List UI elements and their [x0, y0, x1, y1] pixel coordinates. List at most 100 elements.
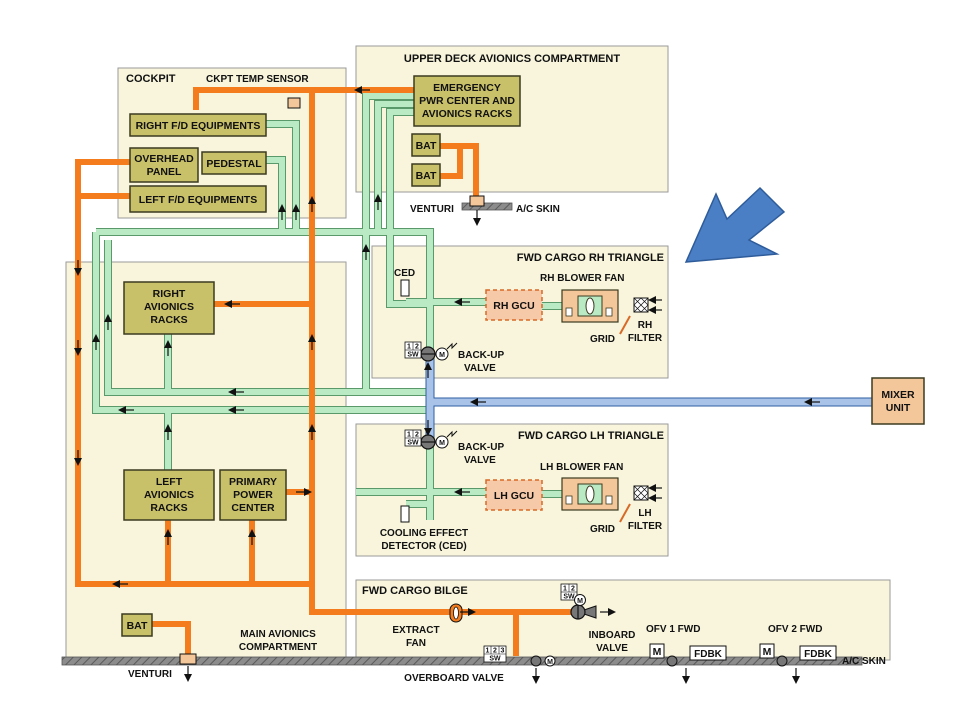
overhead-label-1: OVERHEAD [134, 153, 194, 165]
primary-label-3: CENTER [231, 502, 275, 514]
mixer-label-1: MIXER [881, 389, 915, 401]
rh-filter-hatch [633, 297, 649, 313]
ofv2-motor-box [759, 643, 775, 659]
left-avionics-racks [123, 469, 215, 521]
emergency-label-3: AVIONICS RACKS [422, 108, 512, 120]
ofv1-valve [666, 655, 678, 667]
ofv1-fdbk-box [689, 645, 727, 661]
rh-gcu-label: RH GCU [493, 300, 534, 312]
emergency-label-2: PWR CENTER AND [419, 95, 515, 107]
right-avionics-racks [123, 281, 215, 335]
hot-ducts [75, 87, 578, 656]
svg-text:SW: SW [489, 656, 501, 663]
left-fd-equipments [129, 185, 267, 213]
primary-label-1: PRIMARY [229, 476, 277, 488]
right-fd-label: RIGHT F/D EQUIPMENTS [136, 120, 261, 132]
ofv1-fdbk-label: FDBK [694, 649, 723, 660]
svg-text:2: 2 [571, 586, 575, 593]
aircraft-skin [61, 202, 863, 666]
overboard-valve-motor [544, 655, 556, 667]
label-rh-triangle: FWD CARGO RH TRIANGLE [517, 252, 664, 264]
label-rh-backup-1: BACK-UP [458, 350, 504, 361]
svg-text:1: 1 [407, 432, 411, 439]
label-inboard-2: VALVE [596, 643, 628, 654]
primary-power-center [219, 469, 287, 521]
rh-backup-sw: 1 2 SW [404, 341, 422, 359]
svg-text:SW: SW [563, 594, 575, 601]
pedestal-label: PEDESTAL [206, 158, 262, 170]
svg-text:M: M [653, 646, 662, 658]
overboard-valve [530, 655, 542, 667]
ofv1-motor-box [649, 643, 665, 659]
label-main-avionics-2: COMPARTMENT [239, 642, 317, 653]
label-lh-grid: GRID [590, 524, 615, 535]
label-cockpit: COCKPIT [126, 73, 176, 85]
overboard-valve-sw: 1 2 3 SW [483, 645, 507, 663]
emergency-pwr-center [413, 75, 521, 127]
label-rh-filter-1: RH [638, 320, 652, 331]
svg-text:3: 3 [501, 648, 505, 655]
equipment: RIGHT F/D EQUIPMENTS OVERHEAD PANEL PEDE… [121, 75, 925, 637]
venturi-upper [469, 195, 485, 207]
duct-hot-bat-upper [436, 143, 479, 196]
ofv2-fdbk-label: FDBK [804, 649, 833, 660]
label-ced: CED [394, 268, 415, 279]
ced-sensor-lh [400, 505, 410, 523]
mixer-unit [871, 377, 925, 425]
rh-gcu [485, 289, 543, 321]
emergency-label-1: EMERGENCY [433, 82, 501, 94]
label-lh-backup-2: VALVE [464, 455, 496, 466]
mixer-label-2: UNIT [886, 402, 911, 414]
svg-text:1: 1 [486, 648, 490, 655]
svg-text:2: 2 [415, 344, 419, 351]
label-lh-filter-2: FILTER [628, 521, 663, 532]
label-ckpt-temp: CKPT TEMP SENSOR [206, 74, 309, 85]
left-racks-label-2: AVIONICS [144, 489, 194, 501]
inboard-valve-outlet [576, 605, 597, 619]
pointer-arrow-icon [684, 186, 786, 263]
label-lh-blower: LH BLOWER FAN [540, 462, 623, 473]
svg-text:M: M [577, 598, 583, 605]
label-extract-2: FAN [406, 638, 426, 649]
overhead-panel [129, 147, 199, 183]
rh-blower-fan [561, 289, 619, 323]
right-racks-label-1: RIGHT [153, 288, 186, 300]
label-venturi-lower: VENTURI [128, 669, 172, 680]
label-rh-backup-2: VALVE [464, 363, 496, 374]
ofv2-fdbk-box [799, 645, 837, 661]
bat-upper-2-label: BAT [416, 170, 437, 182]
label-rh-blower: RH BLOWER FAN [540, 273, 624, 284]
flow-arrows [74, 86, 820, 684]
label-ced-full-2: DETECTOR (CED) [381, 541, 466, 552]
svg-text:2: 2 [493, 648, 497, 655]
bat-upper-1-label: BAT [416, 140, 437, 152]
lh-blower-fan [561, 477, 619, 511]
ac-skin-bottom [61, 656, 863, 666]
duct-hot-vertical [309, 92, 519, 656]
right-racks-label-3: RACKS [150, 314, 187, 326]
label-ofv2: OFV 2 FWD [768, 624, 822, 635]
bat-lower-label: BAT [127, 620, 148, 632]
overhead-label-2: PANEL [147, 166, 182, 178]
label-ac-skin-lower: A/C SKIN [842, 656, 886, 667]
duct-hot-left-trunk [75, 159, 312, 587]
ac-skin-upper [461, 202, 513, 211]
duct-hot-main-riser [193, 87, 414, 110]
svg-text:SW: SW [407, 352, 419, 359]
ofv2-valve [776, 655, 788, 667]
left-fd-label: LEFT F/D EQUIPMENTS [139, 194, 257, 206]
duct-hot-bat-lower [152, 621, 191, 656]
label-bilge: FWD CARGO BILGE [362, 585, 468, 597]
ckpt-temp-sensor-icon [287, 97, 301, 109]
label-extract-1: EXTRACT [392, 625, 439, 636]
svg-text:M: M [439, 352, 445, 359]
lh-backup-sw: 1 2 SW [404, 429, 422, 447]
label-ced-full-1: COOLING EFFECT [380, 528, 468, 539]
bat-upper-1 [411, 133, 441, 157]
label-inboard-1: INBOARD [589, 630, 636, 641]
lh-grid-icon [619, 503, 631, 523]
svg-text:M: M [547, 659, 553, 666]
label-upper-deck: UPPER DECK AVIONICS COMPARTMENT [404, 53, 620, 65]
venturi-lower [179, 653, 197, 665]
right-fd-equipments [129, 113, 267, 137]
